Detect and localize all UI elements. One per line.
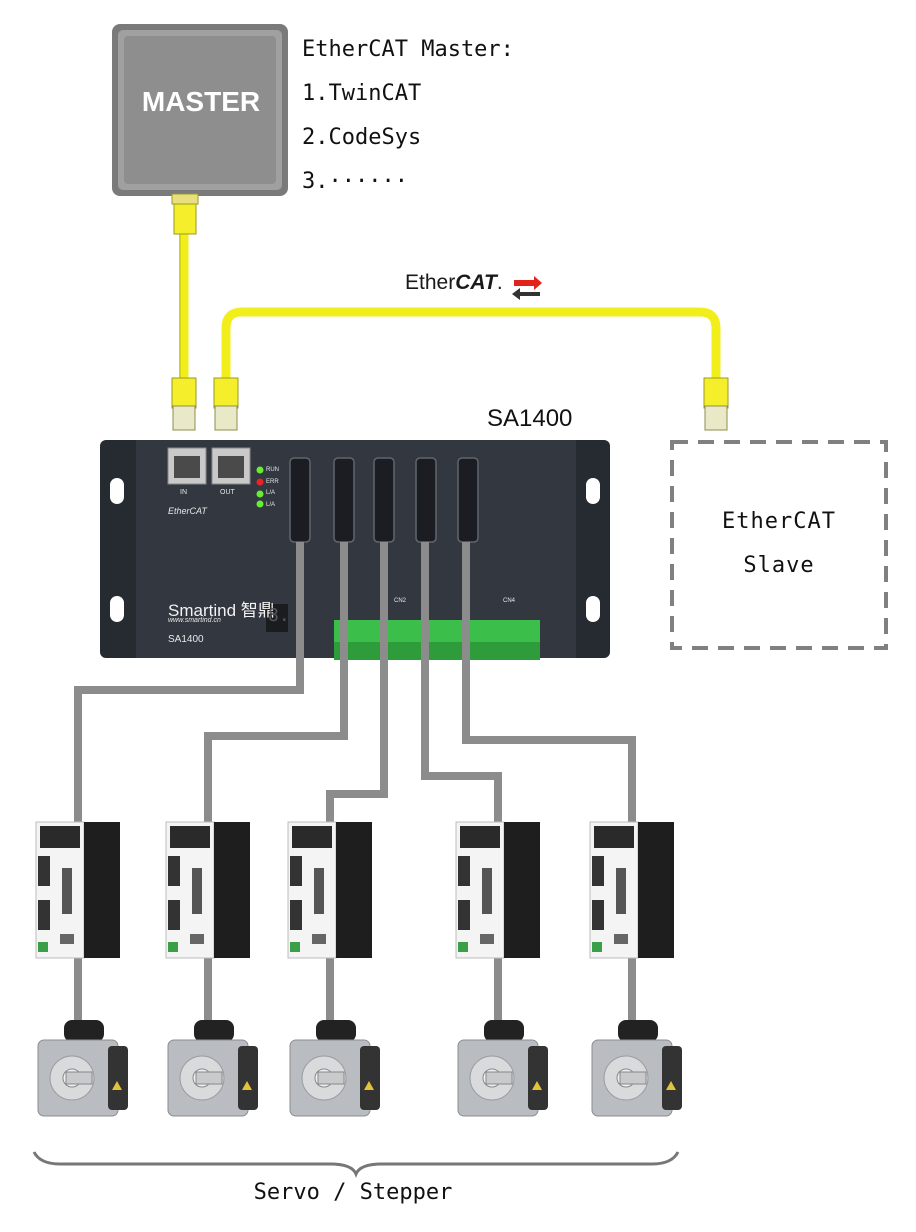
seven-seg-display: 8. xyxy=(268,605,290,626)
servo-motor-icon xyxy=(457,1020,548,1117)
connector-cn2: CN2 xyxy=(394,598,407,604)
ethercat-logo-prefix: Ether xyxy=(405,271,456,294)
led-label-err: ERR xyxy=(266,478,279,485)
device-brand-en: Smartind xyxy=(168,601,237,620)
master-box-label: MASTER xyxy=(141,86,261,117)
master-info: EtherCAT Master: 1.TwinCAT 2.CodeSys 3.·… xyxy=(302,28,514,204)
device-small-logo: EtherCAT xyxy=(168,506,207,516)
ethercat-logo-suffix: CAT xyxy=(455,271,497,294)
port-in-label: IN xyxy=(180,489,187,496)
slave-line-1: EtherCAT xyxy=(722,509,836,534)
master-option-3: 3.······ xyxy=(302,169,408,194)
servo-stepper-label: Servo / Stepper xyxy=(253,1180,453,1205)
device-model: SA1400 xyxy=(168,634,204,645)
port-out-label: OUT xyxy=(220,489,235,496)
sa1400-device xyxy=(100,440,610,660)
brace-icon xyxy=(32,1151,680,1179)
led-labels: RUN ERR L/A L/A xyxy=(266,465,279,511)
led-label-la-2: L/A xyxy=(266,501,276,508)
servo-drive-icon xyxy=(589,821,674,959)
device-brand: Smartind 智鼎 xyxy=(168,596,275,621)
axis-cables xyxy=(74,542,636,1022)
master-title: EtherCAT Master: xyxy=(302,37,514,62)
slave-line-2: Slave xyxy=(743,553,815,578)
device-website: www.smartind.cn xyxy=(168,617,221,624)
ethercat-cables xyxy=(179,227,721,385)
led-label-la-1: L/A xyxy=(266,490,276,496)
ethercat-logo-mark: . xyxy=(496,271,503,294)
device-title: SA1400 xyxy=(487,405,573,432)
servo-drive-icon xyxy=(165,821,250,959)
master-option-2: 2.CodeSys xyxy=(302,125,422,150)
master-box-icon xyxy=(112,24,288,196)
master-option-1: 1.TwinCAT xyxy=(302,81,422,106)
ethercat-logo: EtherCAT. xyxy=(405,271,503,295)
servo-motor-icon xyxy=(167,1020,258,1117)
ethercat-arrows-icon xyxy=(512,276,542,300)
servo-drive-icon xyxy=(35,821,120,959)
servo-drive-icon xyxy=(287,821,372,959)
servo-drive-icon xyxy=(455,821,540,959)
led-label-run: RUN xyxy=(266,467,279,473)
slave-box-text: EtherCAT Slave xyxy=(672,500,886,588)
servo-motor-icon xyxy=(591,1020,682,1117)
device-brand-cn: 智鼎 xyxy=(240,601,275,620)
servo-motor-icon xyxy=(37,1020,128,1117)
servo-motor-icon xyxy=(289,1020,380,1117)
rj45-plug-icon xyxy=(171,193,729,431)
slave-box xyxy=(670,440,888,650)
connector-cn4: CN4 xyxy=(503,598,516,604)
